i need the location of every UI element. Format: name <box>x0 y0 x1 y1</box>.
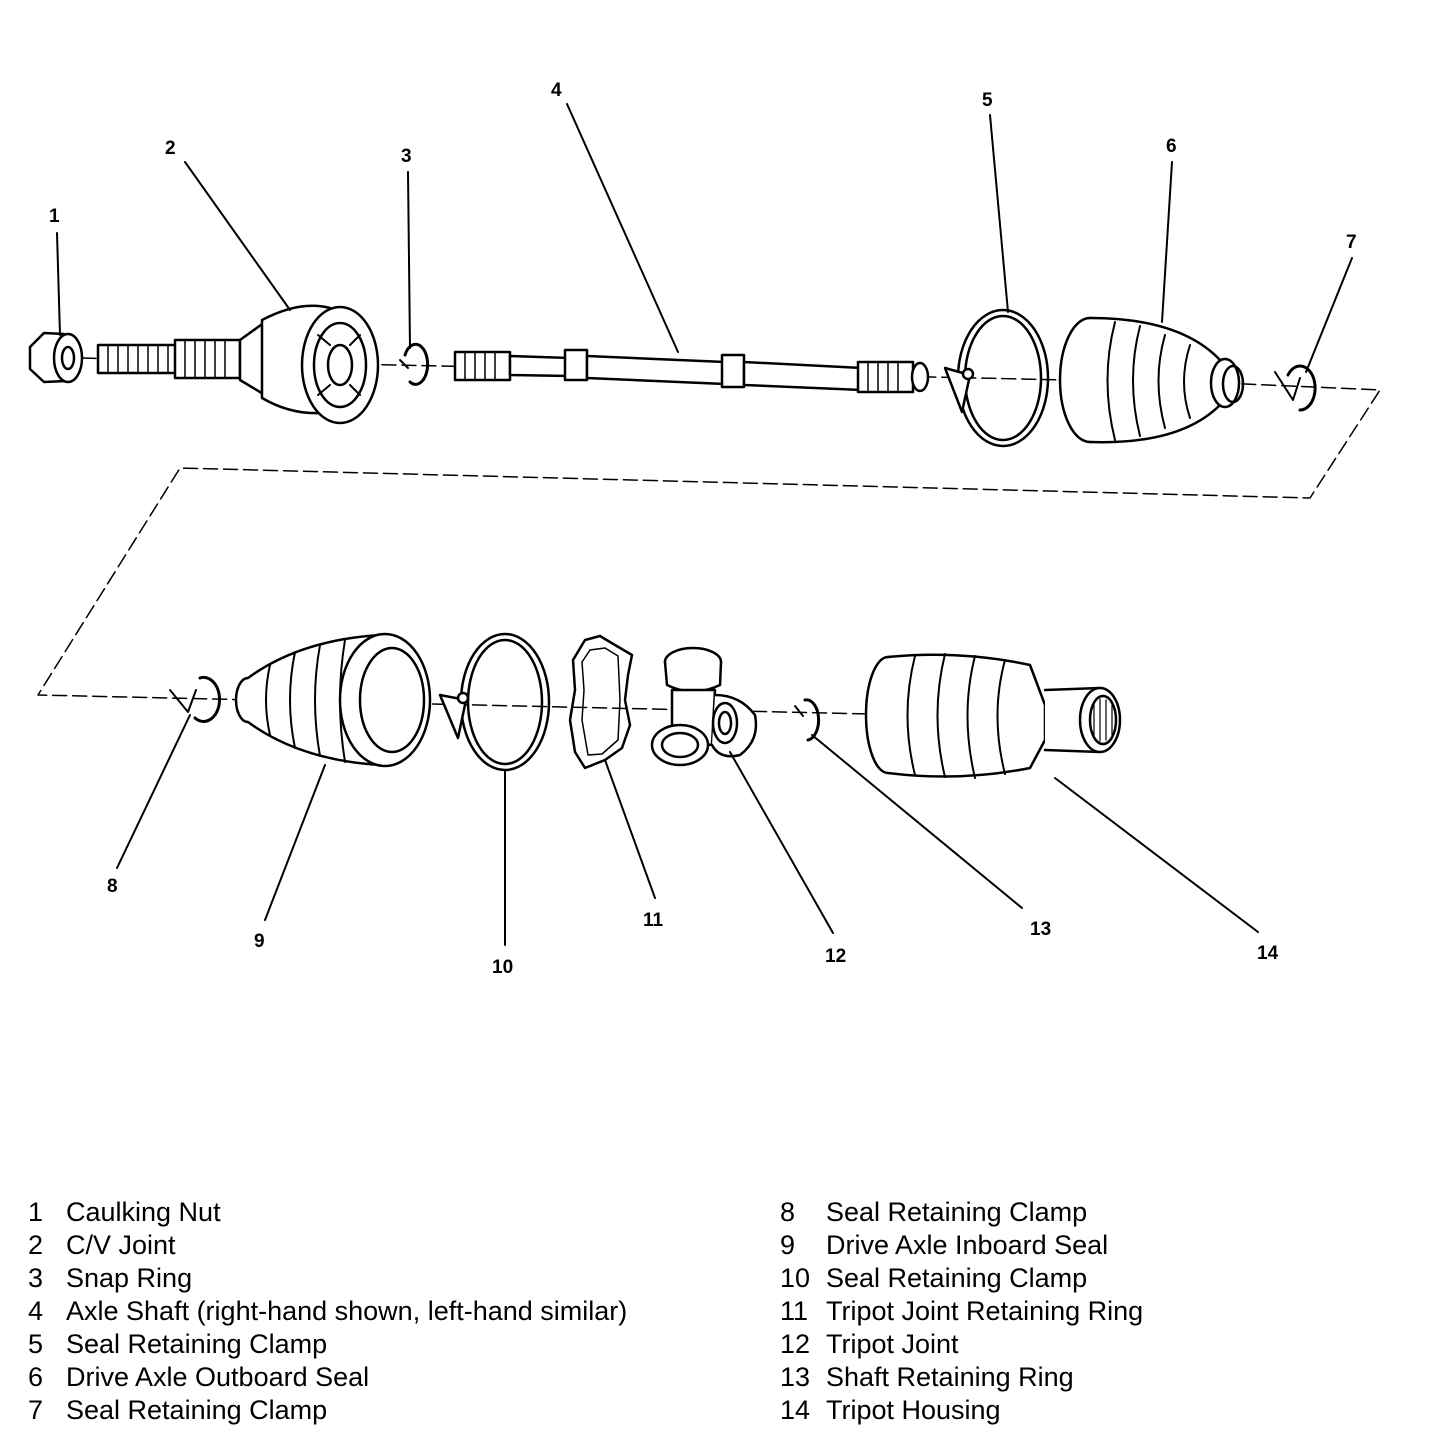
legend-label: Snap Ring <box>66 1263 193 1293</box>
legend-item: 5 Seal Retaining Clamp <box>28 1328 627 1361</box>
legend-number: 12 <box>780 1329 811 1359</box>
legend-item: 7 Seal Retaining Clamp <box>28 1394 627 1427</box>
callout-3: 3 <box>401 146 412 167</box>
tripot-joint-part <box>650 646 758 767</box>
callout-14: 14 <box>1257 943 1279 964</box>
legend-left-column: 1 Caulking Nut 2 C/V Joint 3 Snap Ring 4 Axl… <box>28 1196 627 1427</box>
legend-item: 4 Axle Shaft (right-hand shown, left-hand… <box>28 1295 627 1328</box>
legend-number: 13 <box>780 1362 811 1392</box>
legend-label: Drive Axle Inboard Seal <box>826 1230 1109 1260</box>
clamp-7-part <box>1274 364 1317 412</box>
cv-joint-part <box>96 304 380 425</box>
legend-label: Shaft Retaining Ring <box>826 1362 1074 1392</box>
callout-11: 11 <box>643 910 664 931</box>
callout-1: 1 <box>49 206 60 227</box>
legend-number: 6 <box>28 1362 44 1392</box>
callout-labels: 1 2 3 4 5 6 7 8 9 10 11 12 13 14 <box>49 80 1357 978</box>
legend-number: 4 <box>28 1296 44 1326</box>
legend-label: Tripot Joint Retaining Ring <box>826 1296 1144 1326</box>
legend-label: Seal Retaining Clamp <box>66 1329 328 1359</box>
callout-6: 6 <box>1166 136 1177 157</box>
axle-shaft-part <box>453 348 930 394</box>
leader-lines <box>56 103 1353 946</box>
callout-4: 4 <box>551 80 562 101</box>
callout-5: 5 <box>982 90 993 111</box>
legend-item: 6 Drive Axle Outboard Seal <box>28 1361 627 1394</box>
legend-label: Tripot Joint <box>826 1329 959 1359</box>
callout-8: 8 <box>107 876 118 897</box>
legend-number: 14 <box>780 1395 811 1425</box>
clamp-8-part <box>169 675 222 723</box>
legend-item: 9 Drive Axle Inboard Seal <box>780 1229 1143 1262</box>
legend-number: 10 <box>780 1263 811 1293</box>
snap-ring-part <box>399 342 430 386</box>
tripot-housing-part <box>864 653 1122 779</box>
inboard-seal-part <box>234 632 432 768</box>
caulking-nut-part <box>28 331 84 384</box>
legend-number: 2 <box>28 1230 44 1260</box>
legend-item: 3 Snap Ring <box>28 1262 627 1295</box>
legend-label: Axle Shaft (right-hand shown, left-hand … <box>66 1296 628 1326</box>
assembly-centerline <box>37 357 1381 715</box>
callout-12: 12 <box>825 946 846 967</box>
legend-item: 10 Seal Retaining Clamp <box>780 1262 1143 1295</box>
legend-number: 1 <box>28 1197 44 1227</box>
legend-label: Drive Axle Outboard Seal <box>66 1362 370 1392</box>
legend-label: Seal Retaining Clamp <box>826 1263 1088 1293</box>
clamp-5-part <box>943 308 1050 448</box>
legend-item: 13 Shaft Retaining Ring <box>780 1361 1143 1394</box>
callout-9: 9 <box>254 931 265 952</box>
legend-item: 12 Tripot Joint <box>780 1328 1143 1361</box>
legend-number: 9 <box>780 1230 796 1260</box>
legend-number: 11 <box>780 1296 809 1326</box>
legend-label: Seal Retaining Clamp <box>66 1395 328 1425</box>
legend-label: Seal Retaining Clamp <box>826 1197 1088 1227</box>
legend-item: 11 Tripot Joint Retaining Ring <box>780 1295 1143 1328</box>
shaft-retaining-ring-part <box>794 698 821 742</box>
legend-item: 8 Seal Retaining Clamp <box>780 1196 1143 1229</box>
callout-7: 7 <box>1346 232 1357 253</box>
callout-2: 2 <box>165 138 176 159</box>
tripot-retaining-ring-part <box>568 634 634 770</box>
legend-number: 8 <box>780 1197 796 1227</box>
legend-item: 14 Tripot Housing <box>780 1394 1143 1427</box>
clamp-10-part <box>438 632 551 772</box>
legend-item: 1 Caulking Nut <box>28 1196 627 1229</box>
legend-label: C/V Joint <box>66 1230 176 1260</box>
callout-13: 13 <box>1030 919 1051 940</box>
legend-number: 3 <box>28 1263 44 1293</box>
legend-number: 5 <box>28 1329 44 1359</box>
outboard-seal-part <box>1058 316 1245 444</box>
legend-label: Caulking Nut <box>66 1197 221 1227</box>
callout-10: 10 <box>492 957 513 978</box>
legend-number: 7 <box>28 1395 44 1425</box>
legend-label: Tripot Housing <box>826 1395 1001 1425</box>
legend-item: 2 C/V Joint <box>28 1229 627 1262</box>
